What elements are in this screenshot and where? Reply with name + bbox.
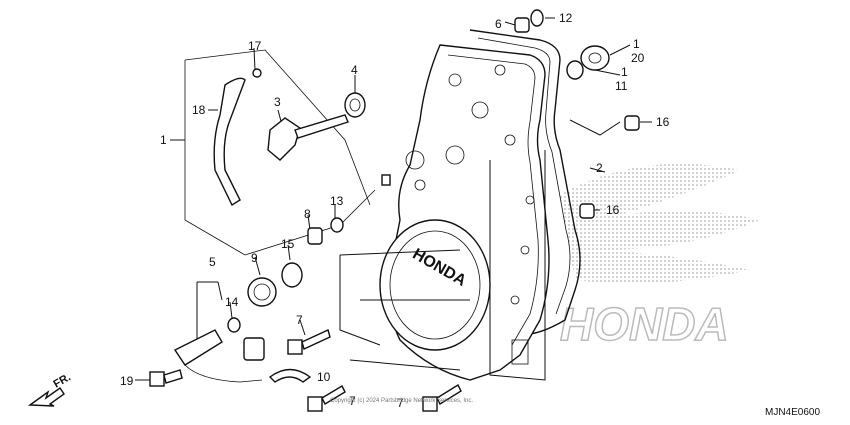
- callout-7-c: 7: [397, 396, 404, 410]
- callout-1-top: 1: [633, 37, 640, 51]
- bolt-part-7-c: [422, 384, 462, 412]
- callout-10: 10: [317, 370, 331, 384]
- callout-5: 5: [209, 255, 216, 269]
- callout-3: 3: [274, 95, 281, 109]
- background-logo-text: HONDA: [560, 298, 729, 350]
- oring-part-15: [281, 262, 303, 288]
- callout-7-b: 7: [349, 394, 356, 408]
- bolt-part-7-a: [287, 329, 331, 355]
- clip-part-17: [252, 68, 262, 78]
- callout-16-upper: 16: [656, 115, 670, 129]
- ring-part-12: [530, 9, 544, 27]
- callout-1-group: 1: [160, 133, 167, 147]
- seal-part-4: [344, 92, 366, 118]
- dowel-part-16-upper: [624, 115, 640, 131]
- plug-part-8: [307, 227, 323, 245]
- group-outline-part-1: [170, 49, 376, 256]
- diagram-code: MJN4E0600: [765, 407, 820, 418]
- washer-part-14: [227, 317, 241, 333]
- gasket-part-2: [469, 29, 581, 336]
- callout-9: 9: [251, 251, 258, 265]
- clamp-part-10: [268, 368, 312, 383]
- direction-label: FR.: [52, 371, 73, 390]
- cap-part-9: [247, 277, 277, 307]
- small-parts: [149, 9, 640, 412]
- washer-part-13: [330, 217, 344, 233]
- callout-7-a: 7: [296, 313, 303, 327]
- small-bolt: [381, 174, 391, 186]
- callout-11: 11: [615, 79, 628, 93]
- callout-19: 19: [120, 374, 134, 388]
- callout-17: 17: [248, 39, 262, 53]
- callout-18: 18: [192, 103, 206, 117]
- callout-20: 20: [631, 51, 645, 65]
- callout-6: 6: [495, 17, 502, 31]
- fr-arrow-icon: [27, 387, 65, 407]
- crankcase-cover: HONDA: [379, 44, 550, 381]
- dowel-part-16-lower: [579, 203, 595, 219]
- leader-lines: [135, 17, 652, 381]
- sensor-part-5: [173, 329, 265, 383]
- dowel-part-6: [514, 17, 530, 33]
- callout-14: 14: [225, 295, 239, 309]
- generator-cover: [379, 219, 491, 351]
- callout-13: 13: [330, 194, 344, 208]
- copyright-watermark: Copyright (c) 2024 Partsbridge Network S…: [330, 398, 473, 404]
- callout-labels: 1 17 18 3 4 6 12 1 20 1 11 16 2 16 8 13 …: [120, 11, 670, 410]
- callout-2: 2: [596, 161, 603, 175]
- callout-16-lower: 16: [606, 203, 620, 217]
- callout-4: 4: [351, 63, 358, 77]
- bolt-part-7-b: [307, 385, 346, 412]
- bolt-part-19: [149, 369, 183, 387]
- bearing-part-20: [580, 45, 610, 71]
- background-wing-logo: HONDA: [559, 163, 760, 351]
- impeller-part-3: [267, 114, 349, 161]
- hose-part-18: [213, 77, 246, 207]
- direction-arrow: FR.: [27, 371, 73, 407]
- callout-15: 15: [281, 237, 295, 251]
- callout-8: 8: [304, 207, 311, 221]
- callout-12: 12: [559, 11, 573, 25]
- callout-1-mid: 1: [621, 65, 628, 79]
- seal-part-11: [566, 60, 584, 80]
